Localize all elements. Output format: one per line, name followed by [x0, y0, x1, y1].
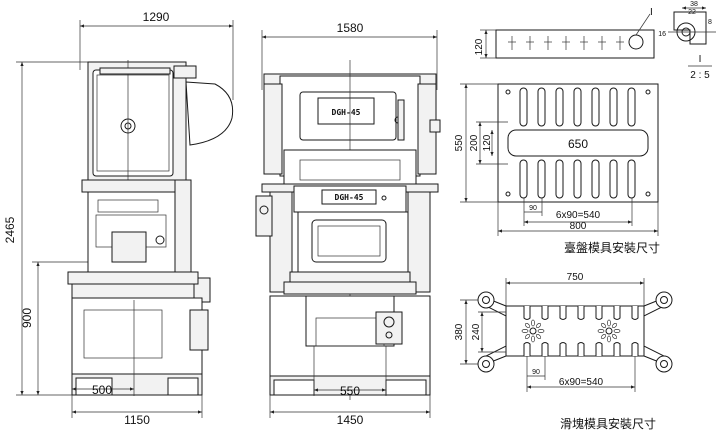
dim-front-bolster-width: 550	[340, 384, 360, 398]
dim-bolster-slot-span: 200	[469, 134, 480, 151]
dim-side-depth-table: 500	[92, 383, 112, 397]
dim-bolster-total-width: 800	[570, 221, 587, 232]
dim-slide-width: 750	[567, 272, 584, 283]
nameplate-top-text: DGH-45	[332, 108, 361, 117]
front-view: 1580 DGH-45 DGH-45	[255, 21, 441, 427]
dim-bolster-slot-length: 650	[568, 137, 588, 151]
slide-slots	[523, 306, 639, 356]
detail-dim-d: 16	[658, 31, 666, 38]
dim-side-height-table: 900	[20, 308, 34, 328]
detail-i: 38 22 8 16 I 2 : 5	[658, 1, 716, 81]
slide-caption: 滑塊模具安裝尺寸	[560, 416, 656, 431]
detail-scale: 2 : 5	[690, 70, 710, 81]
bolster-caption: 臺盤模具安裝尺寸	[564, 240, 660, 255]
bolster-center-slot	[507, 129, 649, 157]
detail-scale-label: I	[699, 54, 702, 65]
nameplate-top	[317, 97, 375, 125]
dim-bolster-pitch-first: 90	[529, 205, 537, 212]
slide-plan: 750	[454, 272, 673, 431]
dim-side-width-top: 1290	[143, 10, 170, 24]
slide-corner-tl	[477, 291, 495, 309]
side-base	[71, 297, 203, 375]
dim-slide-pitch-series: 6x90=540	[559, 377, 604, 388]
dim-slide-pitch-first: 90	[532, 369, 540, 376]
dim-side-height-total: 2465	[3, 216, 17, 243]
slide-corner-br	[655, 355, 673, 373]
detail-callout-label: I	[650, 7, 653, 18]
dim-front-width-top: 1580	[337, 21, 364, 35]
slide-knockout-right	[597, 319, 621, 343]
slide-corner-tr	[655, 291, 673, 309]
bolster-upper-slots	[519, 87, 636, 127]
bolster-side-strip: 120 I	[474, 7, 655, 59]
detail-dim-c: 8	[708, 19, 712, 26]
dim-front-width-base: 1450	[337, 413, 364, 427]
bolster-plan: 650 550 200 120 90 6x9	[454, 83, 660, 255]
flywheel-guard	[185, 81, 234, 146]
slide-corner-bl	[477, 355, 495, 373]
dim-bolster-height-side: 120	[474, 38, 485, 55]
side-view: 1290 2465 900	[3, 10, 234, 427]
guard-window	[311, 219, 387, 263]
detail-dim-b: 22	[688, 9, 696, 16]
dim-side-width-base: 1150	[124, 413, 150, 427]
dim-bolster-depth: 550	[454, 134, 465, 151]
dim-slide-depth: 380	[454, 323, 465, 340]
dim-slide-inner: 240	[471, 323, 482, 340]
bolster-lower-slots	[519, 159, 636, 199]
dim-bolster-slot-width: 120	[482, 134, 493, 151]
detail-dim-a: 38	[690, 1, 698, 8]
nameplate-mid-text: DGH-45	[335, 193, 364, 202]
dim-bolster-pitch-series: 6x90=540	[556, 210, 601, 221]
slide-knockout-left	[521, 319, 545, 343]
